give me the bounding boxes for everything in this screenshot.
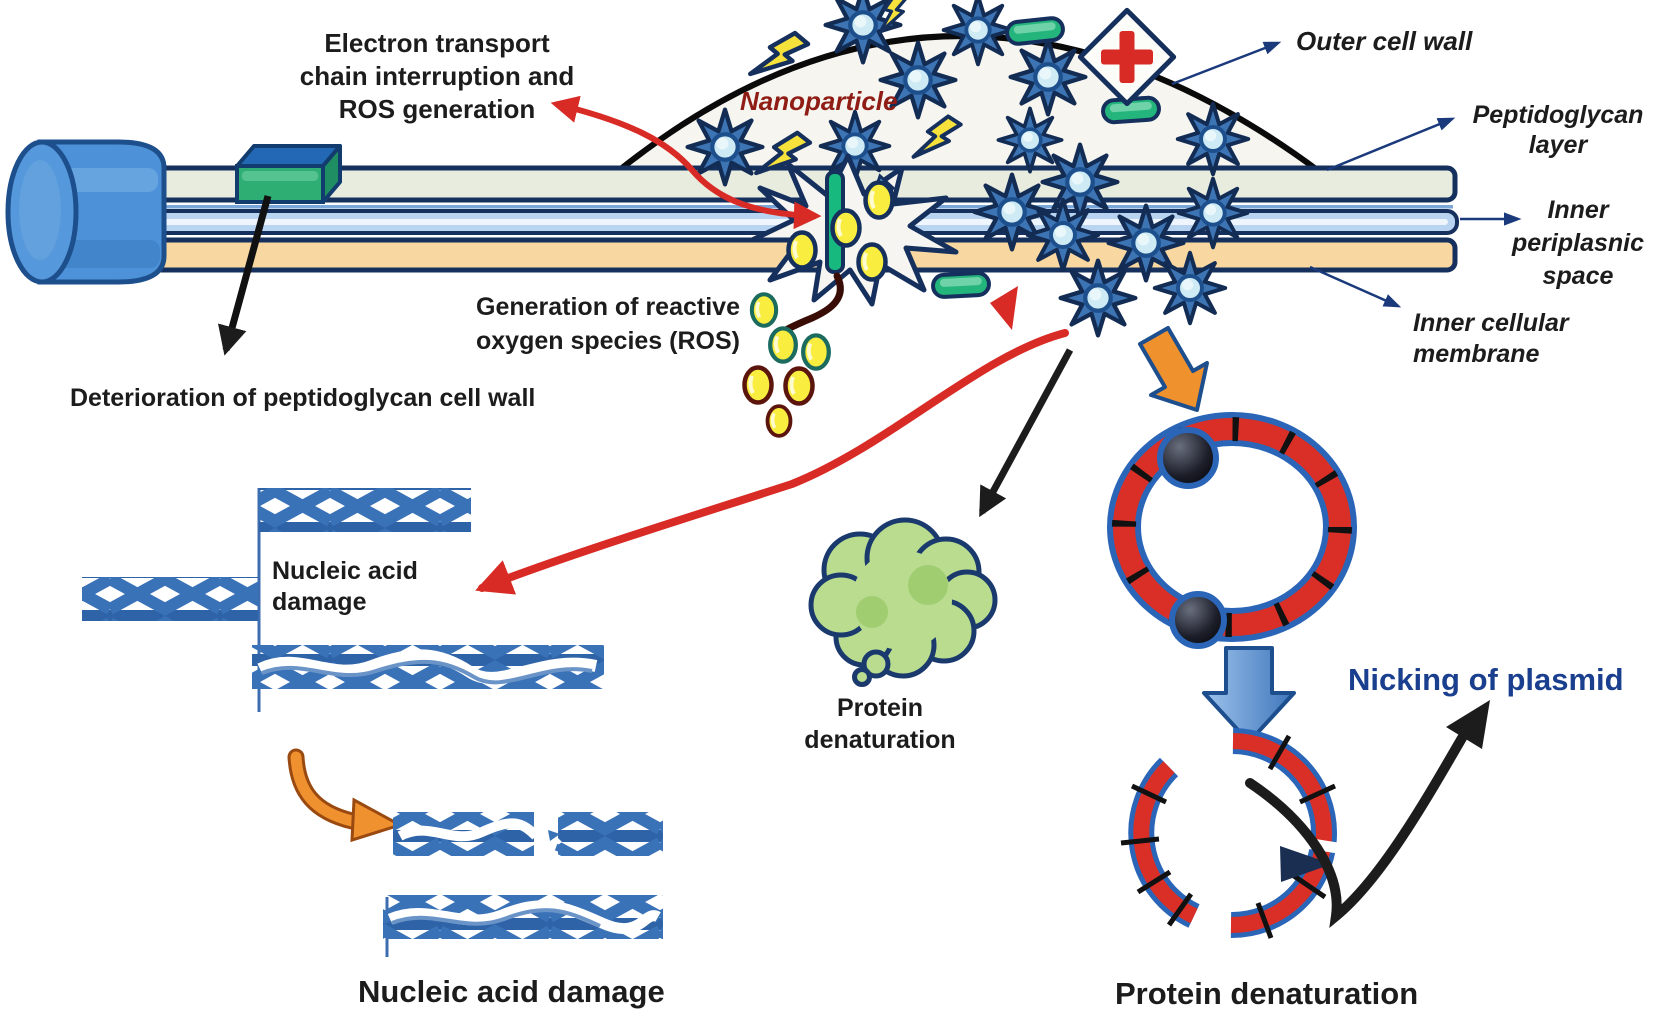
inner-periplasmic-space-label: Inner periplasnic space <box>1497 194 1659 293</box>
protein-denaturation-caption: Protein denaturation <box>1115 976 1419 1011</box>
dna-strands-upper <box>82 488 604 712</box>
etc-line: Electron transport <box>324 28 550 58</box>
embedded-nanoparticle-box <box>235 144 342 204</box>
dna-strand <box>82 577 258 621</box>
protein-denaturation-arrow <box>978 348 1074 518</box>
plasmid-intact <box>1107 412 1357 649</box>
plasmid-nicked <box>1120 728 1351 939</box>
periplasmic-line: Inner <box>1547 196 1609 224</box>
protein-blob <box>808 517 998 687</box>
nucleic-acid-damage-caption: Nucleic acid damage <box>358 974 665 1009</box>
outer-cell-wall-label: Outer cell wall <box>1296 26 1473 56</box>
peptidoglycan-line: Peptidoglycan <box>1472 101 1644 129</box>
deterioration-arrow <box>218 195 272 356</box>
nucleic-line: Nucleic acid <box>272 557 418 585</box>
nicking-of-plasmid-label: Nicking of plasmid <box>1348 662 1624 697</box>
nicking-swoosh-arrow <box>1245 700 1490 929</box>
protein-line: denaturation <box>804 726 956 754</box>
plasmid-binding-arrow <box>1138 326 1209 412</box>
nucleic-damage-arrow <box>475 286 1069 595</box>
peptidoglycan-pointer <box>1326 117 1456 172</box>
periplasmic-line: periplasnic <box>1512 229 1644 257</box>
dna-strand <box>259 488 471 532</box>
peptidoglycan-layer-label: Peptidoglycan layer <box>1458 100 1658 160</box>
inner-membrane-line: membrane <box>1413 340 1540 368</box>
etc-interruption-arrow <box>550 95 822 230</box>
ros-line: oxygen species (ROS) <box>476 327 740 355</box>
deterioration-label: Deterioration of peptidoglycan cell wall <box>70 384 536 412</box>
bound-nanoparticle-sphere <box>1157 427 1219 489</box>
protein-denaturation-label: Protein denaturation <box>785 692 975 756</box>
inner-membrane-pointer <box>1309 265 1402 308</box>
bound-nanoparticle-sphere <box>1169 591 1227 649</box>
etc-line: chain interruption and <box>299 61 575 91</box>
ros-generation-label: Generation of reactive oxygen species (R… <box>443 290 773 358</box>
bacterium-cell-cap <box>5 139 167 285</box>
nick-pointer-triangle <box>1280 846 1332 882</box>
ros-line: Generation of reactive <box>476 293 740 321</box>
inner-membrane-band <box>82 237 1458 273</box>
protein-line: Protein <box>836 694 924 722</box>
dna-break-arrow <box>287 748 404 843</box>
etc-interruption-label: Electron transport chain interruption an… <box>277 27 597 126</box>
inner-membrane-line: Inner cellular <box>1413 309 1569 337</box>
nanoparticle-label: Nanoparticle <box>740 86 898 116</box>
peptidoglycan-line: layer <box>1528 131 1588 159</box>
blocked-cross-icon <box>1077 7 1177 107</box>
nicking-step-arrow <box>1202 646 1296 744</box>
dna-strands-lower <box>383 810 663 957</box>
outer-cell-wall-pointer <box>1171 41 1282 86</box>
nucleic-line: damage <box>272 588 367 616</box>
label-pointer-arrows <box>1171 41 1522 308</box>
periplasmic-line: space <box>1542 262 1614 290</box>
nucleic-acid-damage-label: Nucleic acid damage <box>272 556 418 618</box>
inner-cellular-membrane-label: Inner cellular membrane <box>1413 308 1569 370</box>
etc-line: ROS generation <box>338 94 536 124</box>
dna-fragment <box>558 812 663 856</box>
